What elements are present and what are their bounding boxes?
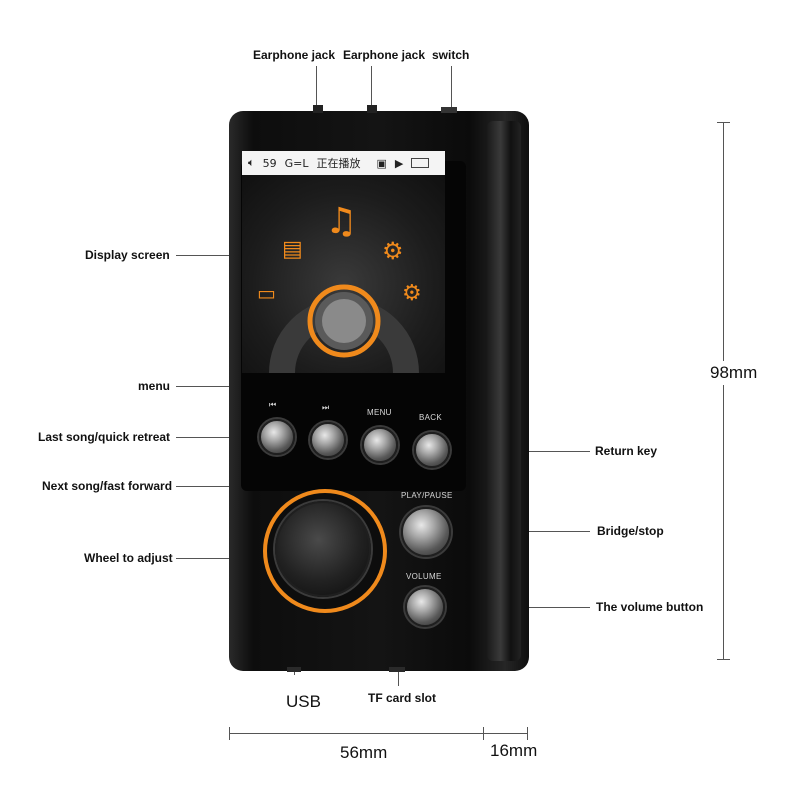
status-volume: 59 (262, 156, 277, 170)
bridge-stop-label: Bridge/stop (597, 524, 664, 538)
last-song-label: Last song/quick retreat (38, 430, 171, 444)
next-button[interactable] (310, 422, 346, 458)
wheel-label: Wheel to adjust (84, 551, 173, 565)
volume-button[interactable] (405, 587, 445, 627)
height-dim-tick-top (717, 122, 730, 123)
menu-button[interactable] (362, 427, 398, 463)
switch-leader (451, 66, 452, 114)
earphone-jack-leader (316, 66, 317, 114)
play-icon: ▶ (394, 156, 404, 170)
play-pause-button[interactable] (401, 507, 451, 557)
menu-button-label: MENU (367, 408, 392, 417)
width-dim-tick-left (229, 727, 230, 740)
status-title: 正在播放 (316, 157, 361, 170)
settings-gear-icon[interactable]: ⚙ (382, 237, 404, 265)
switch-label: switch (432, 48, 470, 62)
playlist-icon[interactable]: ▤ (282, 237, 303, 262)
usb-port (287, 667, 301, 672)
height-dimension-line (723, 122, 724, 660)
prev-button[interactable] (259, 419, 295, 455)
tf-card-label: TF card slot (368, 691, 437, 705)
status-bar: 🔈︎ 59 G=L 正在播放 ▣ ▶ (242, 151, 445, 175)
status-mode: G=L (284, 156, 309, 170)
height-dimension: 98mm (710, 361, 758, 385)
width-dim-tick-right (527, 727, 528, 740)
back-button[interactable] (414, 432, 450, 468)
menu-label: menu (138, 379, 171, 393)
earphone-jack-2-label: Earphone jack (343, 48, 426, 62)
depth-dimension: 16mm (490, 741, 538, 760)
audio-settings-icon[interactable]: ⚙ (402, 281, 422, 306)
width-dimension: 56mm (340, 743, 388, 762)
power-switch[interactable] (441, 107, 457, 113)
next-song-label: Next song/fast forward (42, 479, 173, 493)
earphone-jack (313, 105, 323, 113)
play-pause-label: PLAY/PAUSE (401, 491, 453, 500)
tf-card-leader (398, 666, 399, 686)
adjust-wheel[interactable] (275, 501, 371, 597)
earphone-jack-2-leader (371, 66, 372, 114)
sd-card-icon: ▣ (376, 156, 387, 170)
folder-icon[interactable]: ▭ (257, 281, 276, 305)
earphone-jack-2 (367, 105, 377, 113)
display-screen: 🔈︎ 59 G=L 正在播放 ▣ ▶ ♫ ▤ ⚙ ▭ ⚙ (242, 151, 445, 373)
next-button-label: ⏭ (322, 403, 330, 412)
device-side-edge (487, 121, 521, 661)
tf-card-slot (389, 667, 405, 672)
earphone-jack-label: Earphone jack (253, 48, 336, 62)
width-dimension-line (229, 733, 527, 734)
music-note-icon[interactable]: ♫ (325, 201, 358, 242)
back-button-label: BACK (419, 413, 442, 422)
height-dim-tick-bottom (717, 659, 730, 660)
volume-icon: 🔈︎ (248, 156, 255, 169)
volume-button-label: The volume button (596, 600, 704, 614)
center-disc-highlight (322, 299, 366, 343)
width-dim-tick-mid (483, 727, 484, 740)
prev-button-label: ⏮ (269, 400, 277, 409)
orange-ring (307, 284, 381, 358)
menu-graphics (269, 284, 419, 373)
usb-label: USB (286, 692, 321, 711)
display-screen-label: Display screen (85, 248, 170, 262)
battery-icon (411, 158, 430, 168)
volume-label: VOLUME (406, 572, 442, 581)
return-key-label: Return key (595, 444, 658, 458)
last-song-leader (176, 437, 272, 438)
music-player-device: 🔈︎ 59 G=L 正在播放 ▣ ▶ ♫ ▤ ⚙ ▭ ⚙ ⏮ ⏭ MENU BA… (229, 105, 529, 672)
display-screen-leader (176, 255, 270, 256)
